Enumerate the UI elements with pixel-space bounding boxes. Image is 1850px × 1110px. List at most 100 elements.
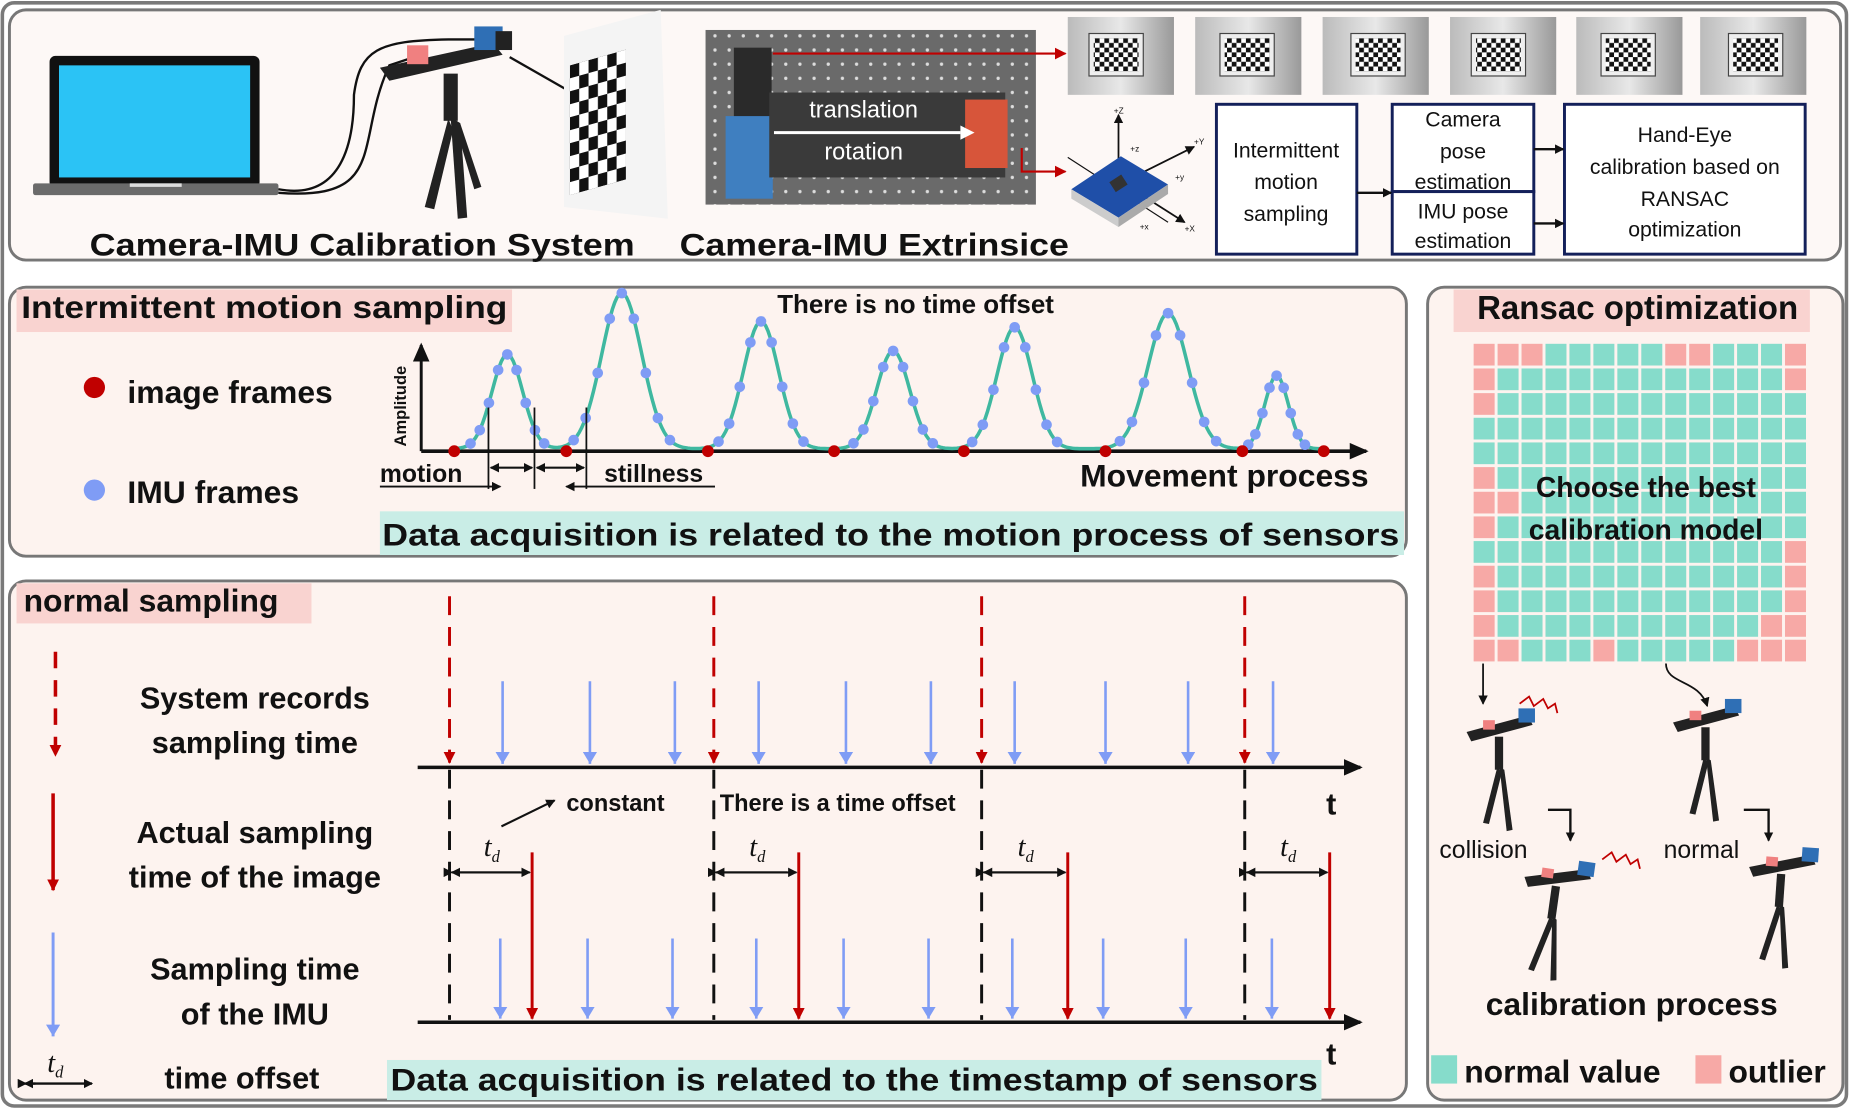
imu-frame-dot <box>897 361 909 373</box>
flow-box-hand-eye: Hand-Eye calibration based on RANSAC opt… <box>1563 102 1807 256</box>
normal-cell <box>1545 516 1567 539</box>
normal-cell <box>1737 590 1759 613</box>
normal-cell <box>1617 393 1639 415</box>
svg-text:IMU pose: IMU pose <box>1418 201 1509 224</box>
axis-label: +Y <box>1194 137 1205 146</box>
collision-label: collision <box>1439 837 1527 864</box>
normal-cell <box>1569 417 1591 440</box>
normal-cell <box>1665 417 1687 440</box>
imu-frame-dot <box>798 436 809 447</box>
normal-cell <box>1665 442 1687 465</box>
legend-system-records: sampling time <box>152 726 358 760</box>
imu-frame-dot <box>1174 330 1186 341</box>
normal-cell <box>1497 368 1519 391</box>
normal-cell <box>1761 590 1783 613</box>
outlier-cell <box>1473 368 1495 391</box>
imu-frame-dot <box>592 367 604 379</box>
imu-chip-icon: +Z +z +Y +y +X +x <box>1067 107 1205 234</box>
normal-cell <box>1665 541 1687 563</box>
normal-cell <box>1497 467 1519 489</box>
normal-cell <box>1569 541 1591 563</box>
imu-frame-dot <box>652 412 664 424</box>
image-frame-dot <box>828 445 841 458</box>
intermittent-panel: Intermittent motion sampling image frame… <box>7 285 1408 558</box>
normal-cell <box>1521 368 1543 391</box>
normal-cell <box>1784 516 1806 539</box>
normal-cell <box>1545 639 1567 662</box>
normal-cell <box>1689 541 1711 563</box>
normal-cell <box>1593 343 1615 366</box>
normal-cell <box>1617 516 1639 539</box>
imu-frame-dot <box>734 381 746 393</box>
td-letter: t <box>484 832 493 863</box>
tripod-sensor-icon <box>1524 860 1596 981</box>
imu-frame-dot <box>628 313 640 324</box>
image-frame-dot <box>448 445 461 458</box>
normal-cell <box>1641 516 1663 539</box>
tripod-leg <box>1499 767 1513 832</box>
normal-cell <box>1569 516 1591 539</box>
td-subscript: d <box>1025 847 1034 866</box>
normal-cell <box>1761 417 1783 440</box>
svg-text:RANSAC: RANSAC <box>1641 188 1729 211</box>
imu-frame-dot <box>776 381 788 393</box>
normal-cell <box>1593 393 1615 415</box>
legend-system-records: System records <box>140 681 370 715</box>
normal-cell <box>1784 442 1806 465</box>
normal-cell <box>1569 590 1591 613</box>
imu-frame-dot <box>1030 384 1042 396</box>
normal-cell <box>1665 615 1687 637</box>
axis-label: +x <box>1140 222 1150 231</box>
normal-cell <box>1713 467 1735 489</box>
normal-cell <box>1617 565 1639 588</box>
no-offset-label: There is no time offset <box>777 291 1054 319</box>
normal-cell <box>1641 467 1663 489</box>
outlier-cell <box>1497 343 1519 366</box>
normal-cell <box>1737 343 1759 366</box>
imu-frame-dot <box>1138 377 1150 389</box>
flow-box-intermittent: Intermittent motion sampling <box>1214 102 1359 256</box>
normal-cell <box>1641 393 1663 415</box>
rotation-label: rotation <box>824 139 903 165</box>
tripod-leg <box>1689 757 1709 815</box>
calibration-images <box>1067 16 1807 95</box>
normal-cell <box>1641 565 1663 588</box>
normal-cell <box>1689 565 1711 588</box>
normal-cell <box>1689 590 1711 613</box>
imu-frame-dot <box>713 436 724 447</box>
tripod-leg <box>1706 757 1720 822</box>
imu-frame-dot <box>1009 321 1020 333</box>
imu-frame-dot <box>858 424 869 435</box>
ransac-panel: Ransac optimization Choose the best cali… <box>1426 285 1845 1102</box>
ransac-grid <box>1473 343 1806 662</box>
camera-block <box>1724 698 1742 714</box>
step-arrow <box>1547 808 1576 842</box>
normal-cell <box>1521 491 1543 514</box>
normal-cell <box>1617 368 1639 391</box>
flow-box-camera-pose: Camera pose estimation <box>1390 102 1536 194</box>
outlier-cell <box>1761 615 1783 637</box>
normal-cell <box>1665 639 1687 662</box>
outlier-cell <box>1473 615 1495 637</box>
imu-frame-dot <box>465 438 476 449</box>
svg-text:calibration based on: calibration based on <box>1590 156 1780 179</box>
camera-block <box>1518 708 1535 723</box>
svg-text:pose: pose <box>1440 141 1486 164</box>
normal-cell <box>1737 516 1759 539</box>
imu-frame-dot <box>977 419 989 431</box>
legend-time-offset: time offset <box>164 1061 319 1095</box>
imu-frame-dot <box>1186 377 1198 389</box>
normal-cell <box>1737 565 1759 588</box>
normal-cell <box>1617 491 1639 514</box>
normal-cell <box>1593 615 1615 637</box>
tripod-head <box>1494 736 1504 770</box>
normal-cell <box>1641 491 1663 514</box>
normal-cell <box>1665 491 1687 514</box>
outlier-cell <box>1593 639 1615 662</box>
normal-cell <box>1521 639 1543 662</box>
motion-curve-line <box>454 291 1323 451</box>
normal-cell <box>1737 417 1759 440</box>
normal-cell <box>1761 368 1783 391</box>
outlier-cell <box>1784 343 1806 366</box>
axis-label: +X <box>1185 225 1196 234</box>
